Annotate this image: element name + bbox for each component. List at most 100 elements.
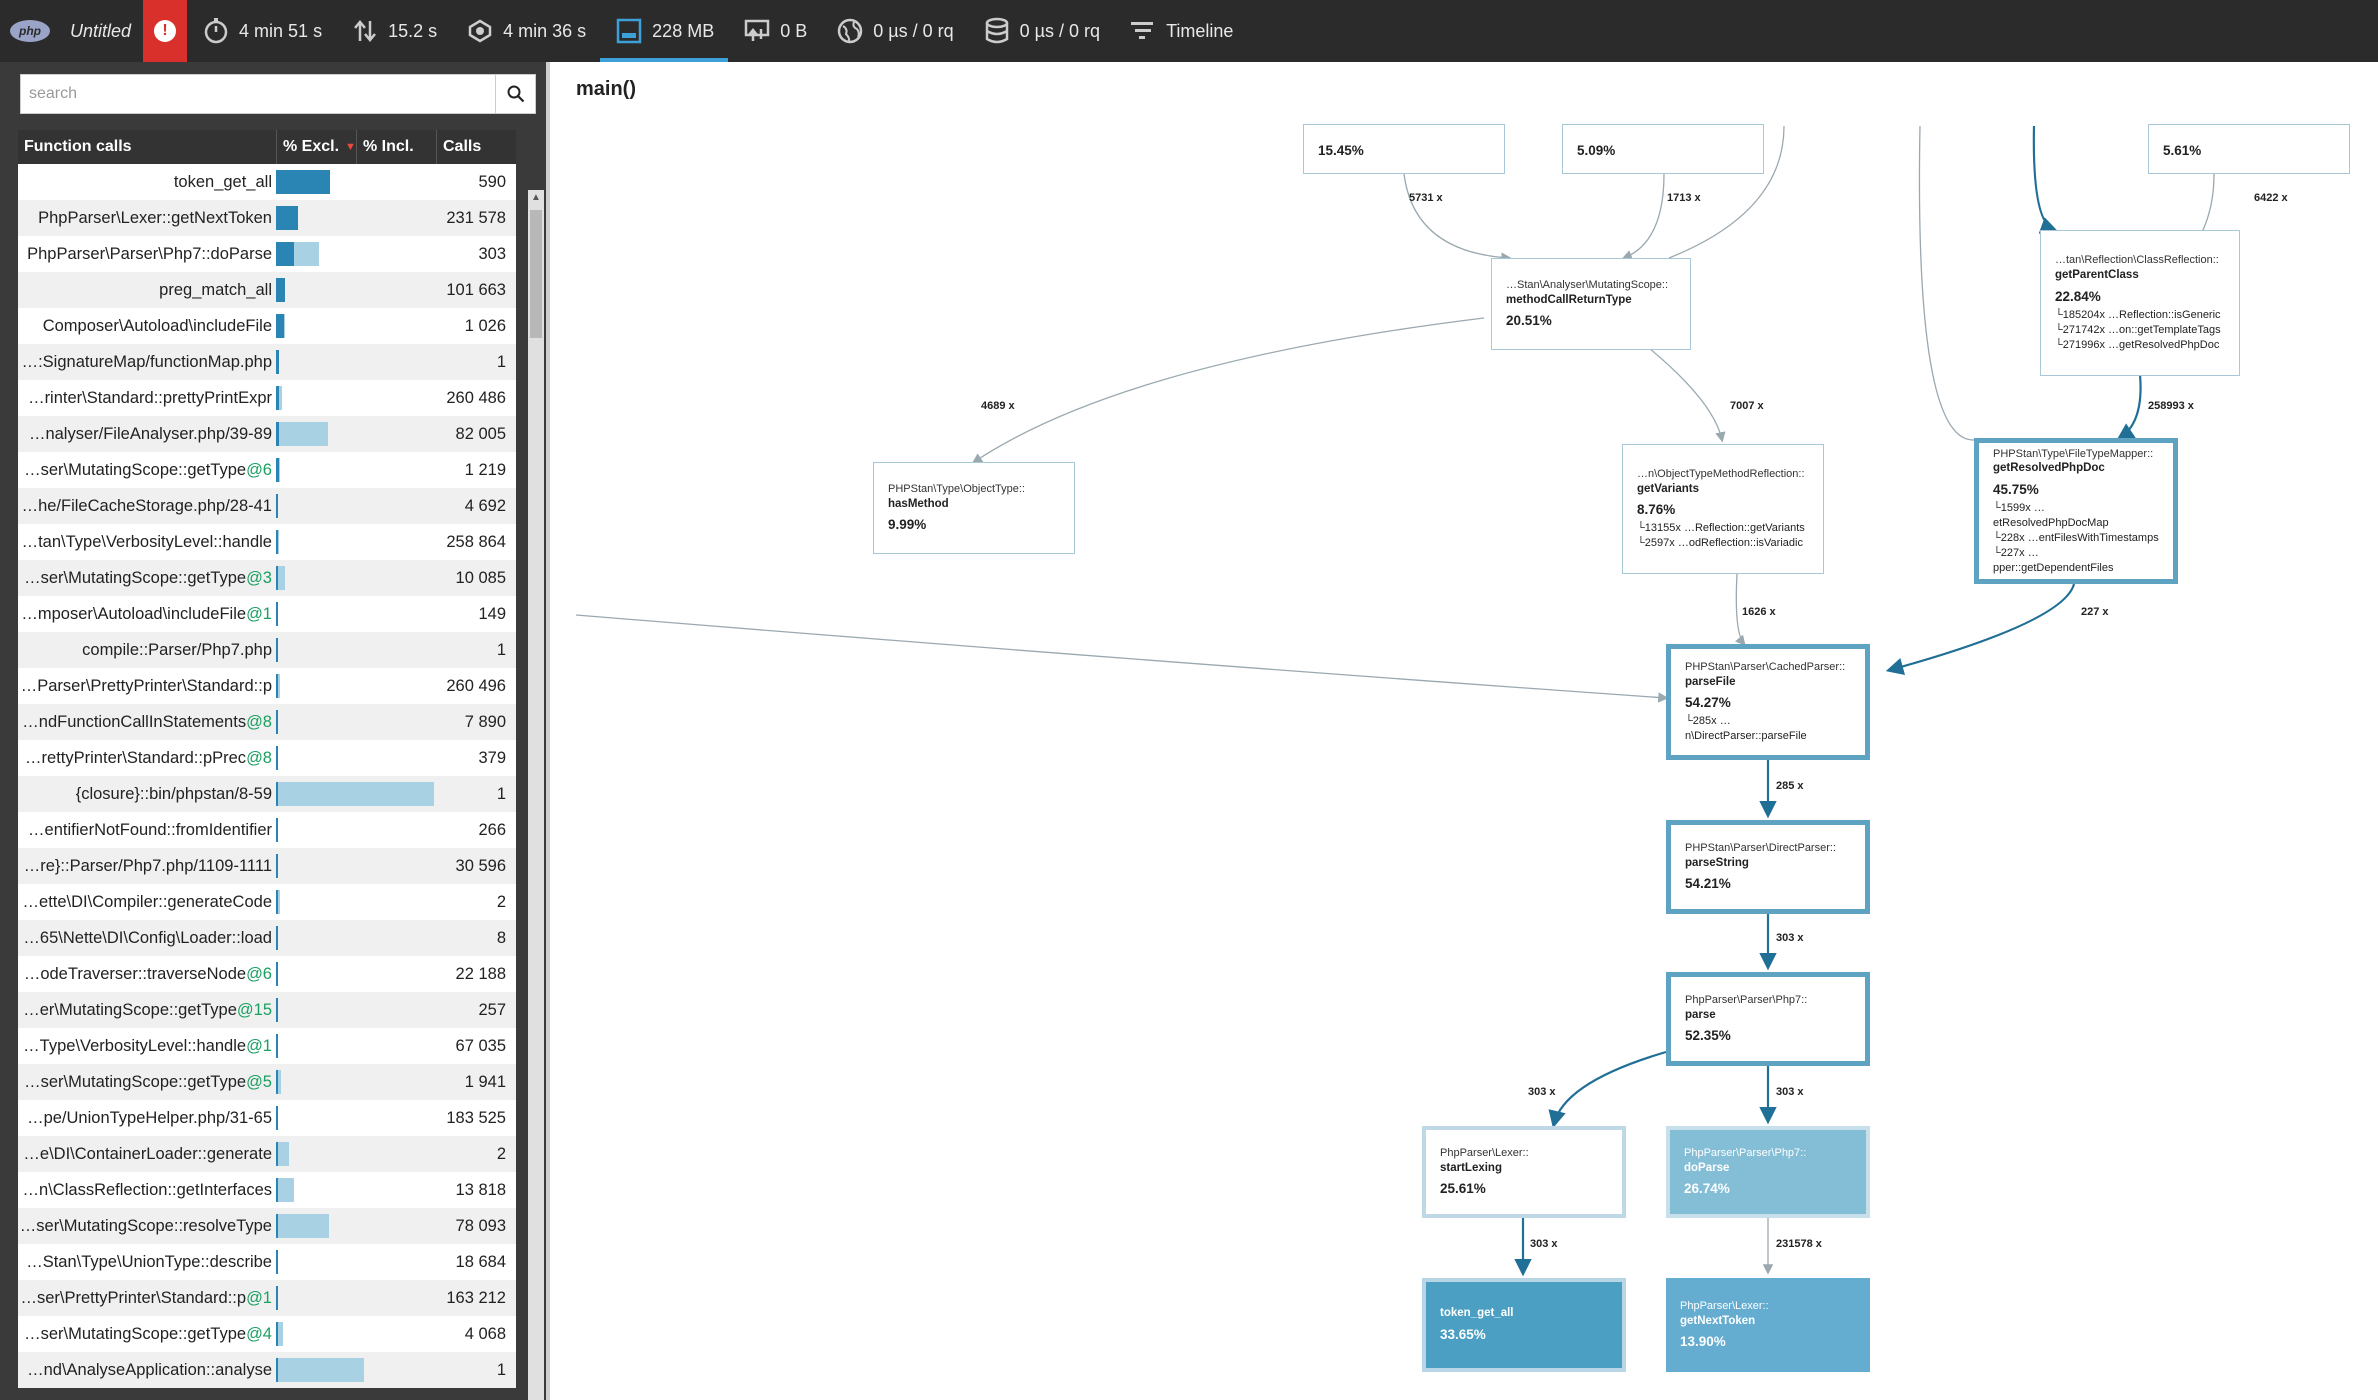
callgraph-panel[interactable]: main() bbox=[554, 62, 2378, 1400]
calls-cell: 260 486 bbox=[446, 388, 506, 407]
alert-button[interactable]: ! bbox=[143, 0, 188, 62]
search-input[interactable] bbox=[21, 75, 495, 113]
callgraph-node-methodcallreturntype[interactable]: …Stan\Analyser\MutatingScope:: methodCal… bbox=[1491, 258, 1691, 350]
callgraph-node-parse[interactable]: PhpParser\Parser\Php7:: parse 52.35% bbox=[1666, 972, 1870, 1066]
function-name-cell: …entifierNotFound::fromIdentifier bbox=[18, 821, 276, 840]
percent-bar-cell bbox=[276, 1028, 436, 1064]
callgraph-node-getresolvedphpdoc[interactable]: PHPStan\Type\FileTypeMapper:: getResolve… bbox=[1974, 438, 2178, 584]
search-button[interactable] bbox=[495, 75, 535, 113]
percent-bar-cell bbox=[276, 200, 436, 236]
metric-network[interactable]: 0 B bbox=[728, 0, 821, 62]
timeline-button[interactable]: Timeline bbox=[1114, 0, 1247, 62]
scroll-thumb[interactable] bbox=[530, 210, 542, 338]
exclusive-bar bbox=[276, 386, 280, 410]
exclusive-bar bbox=[276, 890, 278, 914]
callgraph-node-startlexing[interactable]: PhpParser\Lexer:: startLexing 25.61% bbox=[1422, 1126, 1626, 1218]
table-row[interactable]: …Parser\PrettyPrinter\Standard::p 260 496 bbox=[18, 668, 516, 704]
percent-bar-cell bbox=[276, 380, 436, 416]
function-name-cell: token_get_all bbox=[18, 173, 276, 192]
callgraph-node-parsestring[interactable]: PHPStan\Parser\DirectParser:: parseStrin… bbox=[1666, 820, 1870, 914]
callgraph-node-hasmethod[interactable]: PHPStan\Type\ObjectType:: hasMethod 9.99… bbox=[873, 462, 1075, 554]
search-box bbox=[20, 74, 536, 114]
callgraph-node-getvariants[interactable]: …n\ObjectTypeMethodReflection:: getVaria… bbox=[1622, 444, 1824, 574]
metric-memory[interactable]: 228 MB bbox=[600, 0, 729, 62]
metric-wall-time[interactable]: 4 min 51 s bbox=[187, 0, 336, 62]
exclusive-bar bbox=[276, 1106, 278, 1130]
metric-cpu-time[interactable]: 4 min 36 s bbox=[451, 0, 600, 62]
callgraph-node[interactable]: 15.45% bbox=[1303, 124, 1505, 174]
metric-sql[interactable]: 0 µs / 0 rq bbox=[968, 0, 1114, 62]
callgraph-node[interactable]: 5.09% bbox=[1562, 124, 1764, 174]
calls-cell: 260 496 bbox=[446, 676, 506, 695]
function-name-cell: …Type\VerbosityLevel::handle@1 bbox=[18, 1037, 276, 1056]
callgraph-node[interactable]: 5.61% bbox=[2148, 124, 2350, 174]
inclusive-bar bbox=[276, 1214, 329, 1238]
table-scrollbar[interactable]: ▲ bbox=[528, 190, 544, 1400]
function-name-cell: …Stan\Type\UnionType::describe bbox=[18, 1253, 276, 1272]
column-header-excl[interactable]: % Excl.▼ bbox=[276, 130, 356, 164]
metric-http[interactable]: 0 µs / 0 rq bbox=[821, 0, 967, 62]
calls-cell: 2 bbox=[496, 1144, 506, 1163]
metric-io-time[interactable]: 15.2 s bbox=[336, 0, 451, 62]
edge-label: 285 x bbox=[1776, 780, 1804, 792]
percent-bar-cell bbox=[276, 164, 436, 200]
edge-label: 258993 x bbox=[2148, 400, 2194, 412]
function-name-cell: …nd\AnalyseApplication::analyse bbox=[18, 1361, 276, 1380]
function-name-cell: …pe/UnionTypeHelper.php/31-65 bbox=[18, 1109, 276, 1128]
function-name: …Parser\PrettyPrinter\Standard::p bbox=[20, 676, 272, 695]
column-header-excl-label: % Excl. bbox=[283, 138, 340, 155]
profile-title[interactable]: Untitled bbox=[70, 20, 132, 41]
function-name-cell: …ser\MutatingScope::getType@3 bbox=[18, 569, 276, 588]
percent-bar-cell bbox=[276, 992, 436, 1028]
column-header-function[interactable]: Function calls bbox=[24, 138, 132, 155]
exclusive-bar bbox=[276, 602, 278, 626]
column-header-calls[interactable]: Calls bbox=[436, 130, 516, 164]
callgraph-node-getparentclass[interactable]: …tan\Reflection\ClassReflection:: getPar… bbox=[2040, 230, 2240, 376]
edge-main-in bbox=[575, 614, 1669, 703]
callgraph-node-token-get-all[interactable]: token_get_all 33.65% bbox=[1422, 1278, 1626, 1372]
inclusive-bar bbox=[276, 782, 435, 806]
callgraph-node-doparse[interactable]: PhpParser\Parser\Php7:: doParse 26.74% bbox=[1666, 1126, 1870, 1218]
php-logo[interactable]: php bbox=[0, 0, 60, 62]
scroll-up-icon[interactable]: ▲ bbox=[531, 192, 541, 203]
column-header-incl[interactable]: % Incl. bbox=[356, 130, 436, 164]
callgraph-node-getnexttoken[interactable]: PhpParser\Lexer:: getNextToken 13.90% bbox=[1666, 1278, 1870, 1372]
inclusive-bar bbox=[276, 1178, 294, 1202]
percent-bar-cell bbox=[276, 416, 436, 452]
edge-label: 303 x bbox=[1776, 932, 1804, 944]
callgraph-node-parsefile[interactable]: PHPStan\Parser\CachedParser:: parseFile … bbox=[1666, 644, 1870, 760]
